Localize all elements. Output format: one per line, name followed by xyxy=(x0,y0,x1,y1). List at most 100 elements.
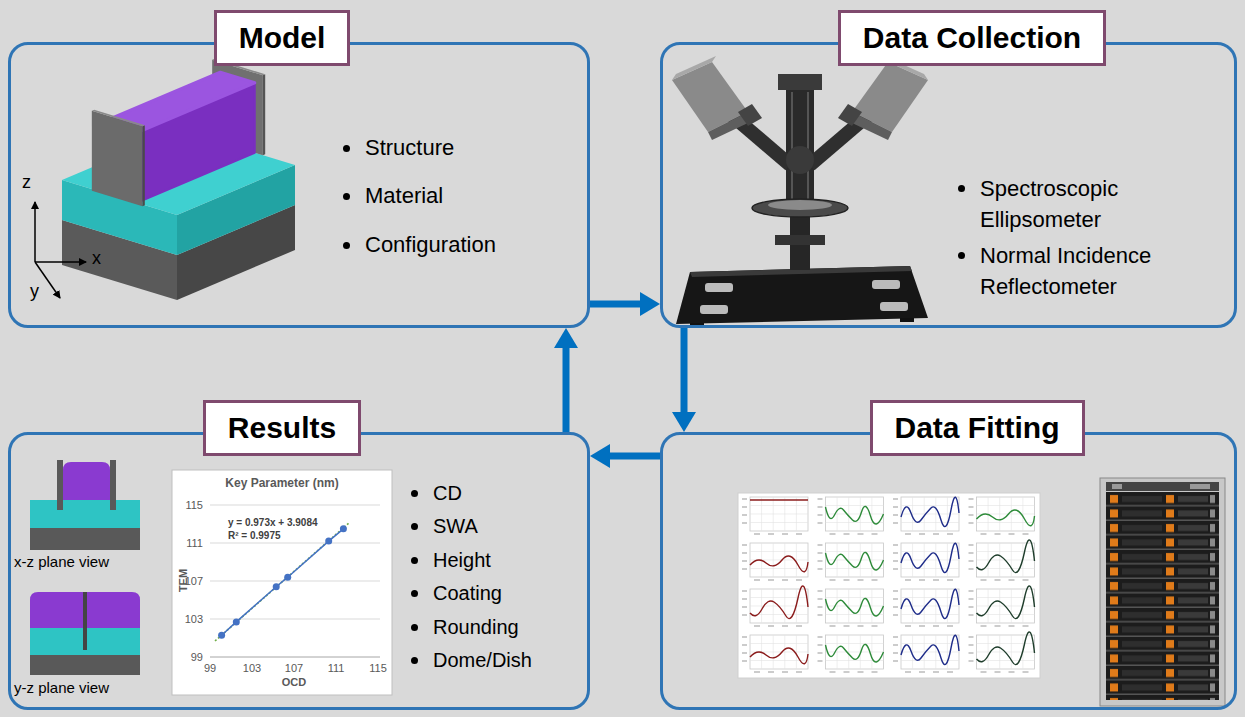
spectra-grid-part xyxy=(969,497,1035,534)
tick-label: 103 xyxy=(243,662,261,675)
scatter-chart-part xyxy=(215,522,350,641)
axis-arrows xyxy=(35,202,86,298)
ellipsometer-instrument-part xyxy=(705,283,733,292)
axis-label: z xyxy=(22,172,31,193)
yz-view-part xyxy=(30,655,140,675)
yz-view xyxy=(30,592,140,675)
scatter-chart-part xyxy=(172,470,392,695)
scatter-chart-part xyxy=(210,657,380,658)
bullet-text: Configuration xyxy=(365,231,496,259)
scatter-chart-part-part xyxy=(233,618,240,625)
spectra-grid-part xyxy=(977,510,1035,526)
ellipsometer-instrument-part xyxy=(786,78,814,203)
tick-label: 103 xyxy=(185,613,203,626)
spectra-grid-part xyxy=(977,586,1035,619)
spectra-grid xyxy=(738,493,1040,678)
bullet-dot xyxy=(411,590,418,597)
bullet-dot xyxy=(411,490,418,497)
ellipsometer-instrument-part xyxy=(807,92,809,200)
spectra-grid-part xyxy=(750,500,808,501)
scatter-chart-part-part xyxy=(273,583,280,590)
arrow-head xyxy=(672,412,696,432)
scatter-chart xyxy=(172,470,392,695)
panel-heading: Data Collection xyxy=(838,10,1106,66)
scatter-chart-part-part xyxy=(340,525,347,532)
spectra-grid-part xyxy=(826,598,884,616)
ellipsometer-instrument-part xyxy=(786,146,814,174)
scatter-chart-part-part xyxy=(325,538,332,545)
bullet-text: CD xyxy=(433,481,462,505)
xz-view-part xyxy=(63,462,110,500)
axis-title: TEM xyxy=(177,568,190,591)
device-structure-part xyxy=(142,125,144,206)
axis-label: y xyxy=(30,281,39,302)
xz-view-part xyxy=(110,460,116,510)
fit-equation: y = 0.973x + 3.9084 xyxy=(228,517,318,529)
axis-label: x xyxy=(92,248,101,269)
spectra-grid-part xyxy=(901,543,959,572)
device-structure xyxy=(62,59,295,300)
spectra-grid-part xyxy=(750,648,808,664)
spectra-grid-part xyxy=(742,497,808,534)
scatter-chart-part xyxy=(222,529,344,635)
tick-label: 115 xyxy=(369,662,387,675)
xz-view xyxy=(30,460,140,550)
server-rack-part xyxy=(1190,484,1210,489)
cycle-arrow xyxy=(590,444,660,468)
cycle-arrow xyxy=(672,328,696,432)
xz-view-part xyxy=(57,460,63,510)
spectra-grid-part xyxy=(818,589,884,626)
server-rack-part xyxy=(1100,478,1225,706)
ellipsometer-instrument-part xyxy=(768,200,832,210)
ellipsometer-instrument-part xyxy=(700,305,728,314)
bullet-dot xyxy=(958,252,965,259)
server-rack-part xyxy=(1112,484,1122,489)
ellipsometer-instrument-part xyxy=(880,302,908,311)
tick-label: 99 xyxy=(204,662,216,675)
yz-view-part xyxy=(83,592,87,650)
spectra-grid-part xyxy=(750,556,808,572)
spectra-grid-part xyxy=(893,497,959,534)
fit-r-squared: R² = 0.9975 xyxy=(228,530,281,542)
bullet-dot xyxy=(411,523,418,530)
bullet-text: Normal Incidence Reflectometer xyxy=(980,240,1215,302)
spectra-grid-part xyxy=(742,543,808,580)
arrow-head xyxy=(640,292,660,316)
axis-title: OCD xyxy=(282,676,306,689)
tick-label: 115 xyxy=(185,499,203,512)
ellipsometer-instrument-part xyxy=(775,235,825,245)
ellipsometer-instrument xyxy=(672,56,928,327)
view-caption: y-z plane view xyxy=(14,679,109,696)
bullet-text: Dome/Dish xyxy=(433,648,532,672)
arrow-head xyxy=(590,444,610,468)
rounded-panel: Data Fitting xyxy=(660,432,1237,710)
ellipsometer-instrument-part xyxy=(872,280,900,289)
bullet-dot xyxy=(343,193,350,200)
spectra-grid-part xyxy=(893,635,959,672)
bullet-text: Coating xyxy=(433,581,502,605)
spectra-grid-part xyxy=(901,635,959,664)
spectra-grid-part xyxy=(901,589,959,618)
spectra-grid-part xyxy=(818,543,884,580)
spectra-grid-part xyxy=(977,632,1035,665)
scatter-chart-part-part xyxy=(218,632,225,639)
tick-label: 111 xyxy=(186,537,203,550)
tick-label: 107 xyxy=(285,662,303,675)
tick-label: 99 xyxy=(191,651,203,664)
bullet-text: Spectroscopic Ellipsometer xyxy=(980,173,1215,235)
panel-heading: Results xyxy=(203,400,361,456)
bullet-dot xyxy=(343,145,350,152)
scatter-chart-part xyxy=(210,505,380,619)
bullet-dot xyxy=(958,185,965,192)
server-rack-part xyxy=(1106,492,1219,700)
ellipsometer-instrument-part xyxy=(791,92,793,200)
tick-label: 111 xyxy=(328,662,345,675)
scatter-chart-part-part xyxy=(284,574,291,581)
ellipsometer-instrument-part xyxy=(672,56,716,80)
bullet-text: Rounding xyxy=(433,615,519,639)
view-caption: x-z plane view xyxy=(14,553,109,570)
